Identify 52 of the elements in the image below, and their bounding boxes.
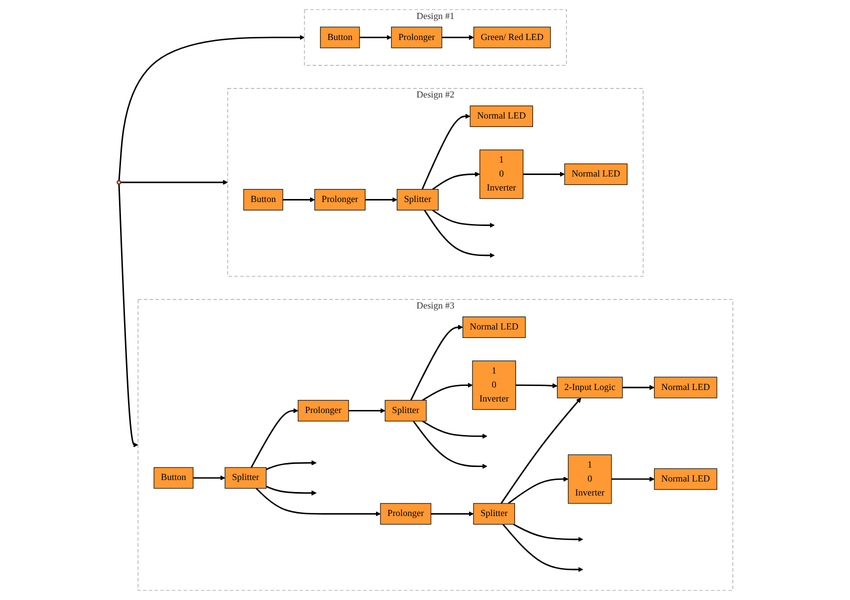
module-box: 2-Input Logic [556,376,623,398]
module-box: Prolonger [314,189,366,210]
arrow [256,488,381,516]
person-icon [116,180,122,185]
arrow [412,420,488,469]
arrow [508,476,568,504]
module-box: Normal LED [654,376,718,398]
module-box: 1 0 Inverter [480,150,524,199]
arrow [523,172,565,177]
arrow [516,383,558,388]
arrow [422,114,470,190]
arrow [611,476,655,482]
module-box: Button [243,189,284,210]
arrow [365,197,398,202]
arrow [622,384,655,390]
arrow [432,172,480,190]
arrow [500,398,582,504]
module-box: 1 0 Inverter [472,360,516,410]
arrow [118,184,138,448]
module-box: Splitter [473,503,515,525]
module-box: Normal LED [654,468,718,490]
module-box: Normal LED [462,316,526,338]
module-box: Prolonger [298,400,349,422]
arrow [282,197,315,202]
arrow [348,408,386,414]
module-box: Button [154,467,194,489]
module-box: Green/ Red LED [473,26,551,48]
arrow [430,511,474,516]
module-box: Splitter [384,400,427,422]
module-box: Normal LED [564,164,628,185]
arrow [118,34,305,181]
module-box: Splitter [396,189,439,210]
arrow [266,486,317,496]
module-box: Prolonger [391,26,442,48]
arrow [193,475,226,480]
module-box: Splitter [224,467,266,489]
arrow [422,382,473,401]
arrow [442,34,474,40]
arrow [360,34,392,40]
arrow [266,460,317,470]
arrow [424,210,495,258]
arrow [250,408,298,468]
arrow [422,420,488,439]
arrow [410,324,464,401]
module-box: Button [320,26,360,48]
arrow [513,524,584,542]
arrow [432,210,495,228]
module-box: Prolonger [380,503,432,525]
module-box: Normal LED [470,106,534,127]
arrow [120,180,228,185]
module-box: 1 0 Inverter [568,454,612,504]
arrow [502,524,584,572]
